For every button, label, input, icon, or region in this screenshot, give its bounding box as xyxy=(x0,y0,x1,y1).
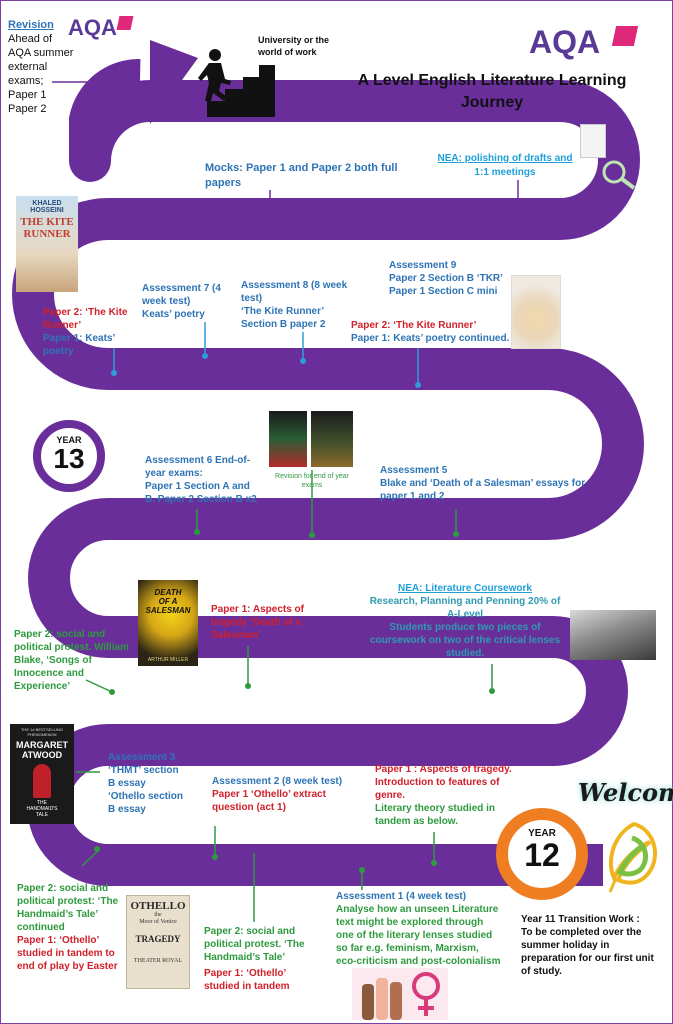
kite-paper2-node: Paper 2: ‘The Kite Runner’ Paper 1: Keat… xyxy=(43,307,128,357)
mocks-node: Mocks: Paper 1 and Paper 2 both full pap… xyxy=(205,162,398,189)
goal-label: University or the world of work xyxy=(258,35,330,57)
tragedy-intro-node: Paper 1 : Aspects of tragedy. Introducti… xyxy=(375,764,512,827)
assessment-2-node: Assessment 2 (8 week test) Paper 1 ‘Othe… xyxy=(212,776,343,813)
death-of-a-salesman-cover: DEATH OF A SALESMAN ARTHUR MILLER xyxy=(138,580,198,666)
magnifier-icon xyxy=(602,160,636,190)
kite-runner-cover: KHALED HOSSEINI THE KITE RUNNER xyxy=(16,196,78,292)
year-12-badge: YEAR 12 xyxy=(496,808,588,900)
assessment-1-node: Assessment 1 (4 week test) Analyse how a… xyxy=(336,891,501,967)
assessment-9-node: Assessment 9 Paper 2 Section B ‘TKR’ Pap… xyxy=(389,260,503,297)
aqa-logo-large-mark xyxy=(611,26,639,46)
welcome-sign: Welcome xyxy=(578,778,673,807)
othello-cover: OTHELLO the Moor of Venice TRAGEDY THEAT… xyxy=(126,895,190,989)
aqa-logo-small-mark xyxy=(116,16,134,30)
kite-runner-author: KHALED HOSSEINI xyxy=(30,200,64,214)
page-title: A Level English Literature Learning Jour… xyxy=(357,72,627,111)
feminism-fists-icon xyxy=(352,968,448,1020)
othello-subtitle: the Moor of Venice xyxy=(139,912,177,925)
road-arrowhead-main xyxy=(150,40,198,124)
revision-heading: Revision xyxy=(8,19,54,31)
assessment-7-node: Assessment 7 (4 week test) Keats’ poetry xyxy=(142,283,221,320)
protest-blake-node: Paper 2: social and political protest. W… xyxy=(14,629,129,692)
nea-polish-node: NEA: polishing of drafts and 1:1 meeting… xyxy=(437,153,573,178)
transition-work-node: Year 11 Transition Work : To be complete… xyxy=(521,914,654,977)
kite-continued-node: Paper 2: ‘The Kite Runner’ Paper 1: Keat… xyxy=(351,320,510,344)
specification-thumbnail xyxy=(580,124,606,158)
year-13-badge: YEAR 13 xyxy=(33,420,105,492)
handmaids-tale-cover: THE 1# BESTSELLING PHENOMENON MARGARET A… xyxy=(10,724,74,824)
keats-book-thumbnail xyxy=(511,275,561,349)
othello-title: OTHELLO xyxy=(130,900,186,912)
leaf-logo-icon xyxy=(608,821,657,893)
handmaid-title: THE HANDMAID'S TALE xyxy=(26,800,58,818)
othello-theatre: THEATER ROYAL xyxy=(133,958,183,964)
othello-tragedy: TRAGEDY xyxy=(135,934,181,944)
salesman-author: ARTHUR MILLER xyxy=(147,657,189,663)
stairs-climber-icon xyxy=(198,49,275,117)
handmaid-continued-node: Paper 2: social and political protest: ‘… xyxy=(17,883,119,972)
handmaid-revision-book xyxy=(269,411,307,467)
road-path xyxy=(12,80,644,886)
assessment-6-node: Assessment 6 End-of- year exams: Paper 1… xyxy=(145,455,257,505)
aqa-logo-small: AQA xyxy=(68,15,117,40)
handmaid-author: MARGARET ATWOOD xyxy=(16,740,68,760)
nea-coursework-node: NEA: Literature Coursework Research, Pla… xyxy=(369,583,561,659)
assessment-5-node: Assessment 5 Blake and ‘Death of a Sales… xyxy=(380,465,586,502)
salesman-title: DEATH OF A SALESMAN xyxy=(145,588,191,615)
assessment-3-node: Assessment 3 ‘THMT’ section B essay ‘Oth… xyxy=(108,752,184,815)
keyboard-photo xyxy=(570,610,656,660)
protest-handmaid-node: Paper 2: social and political protest. ‘… xyxy=(204,926,305,963)
assessment-8-node: Assessment 8 (8 week test) ‘The Kite Run… xyxy=(241,280,348,330)
handmaid-tagline: THE 1# BESTSELLING PHENOMENON xyxy=(20,727,63,737)
revision-books-caption: Revision for end of year exams xyxy=(275,473,349,489)
othello-revision-book xyxy=(311,411,353,467)
kite-runner-title: THE KITE RUNNER xyxy=(20,216,74,240)
othello-tandem-node: Paper 1: ‘Othello’ studied in tandem xyxy=(204,968,290,992)
revision-text: Ahead of AQA summer external exams; Pape… xyxy=(8,33,74,115)
tragedy-salesman-node: Paper 1: Aspects of tragedy ‘Death of a … xyxy=(211,604,304,641)
aqa-logo-large: AQA xyxy=(529,24,601,60)
